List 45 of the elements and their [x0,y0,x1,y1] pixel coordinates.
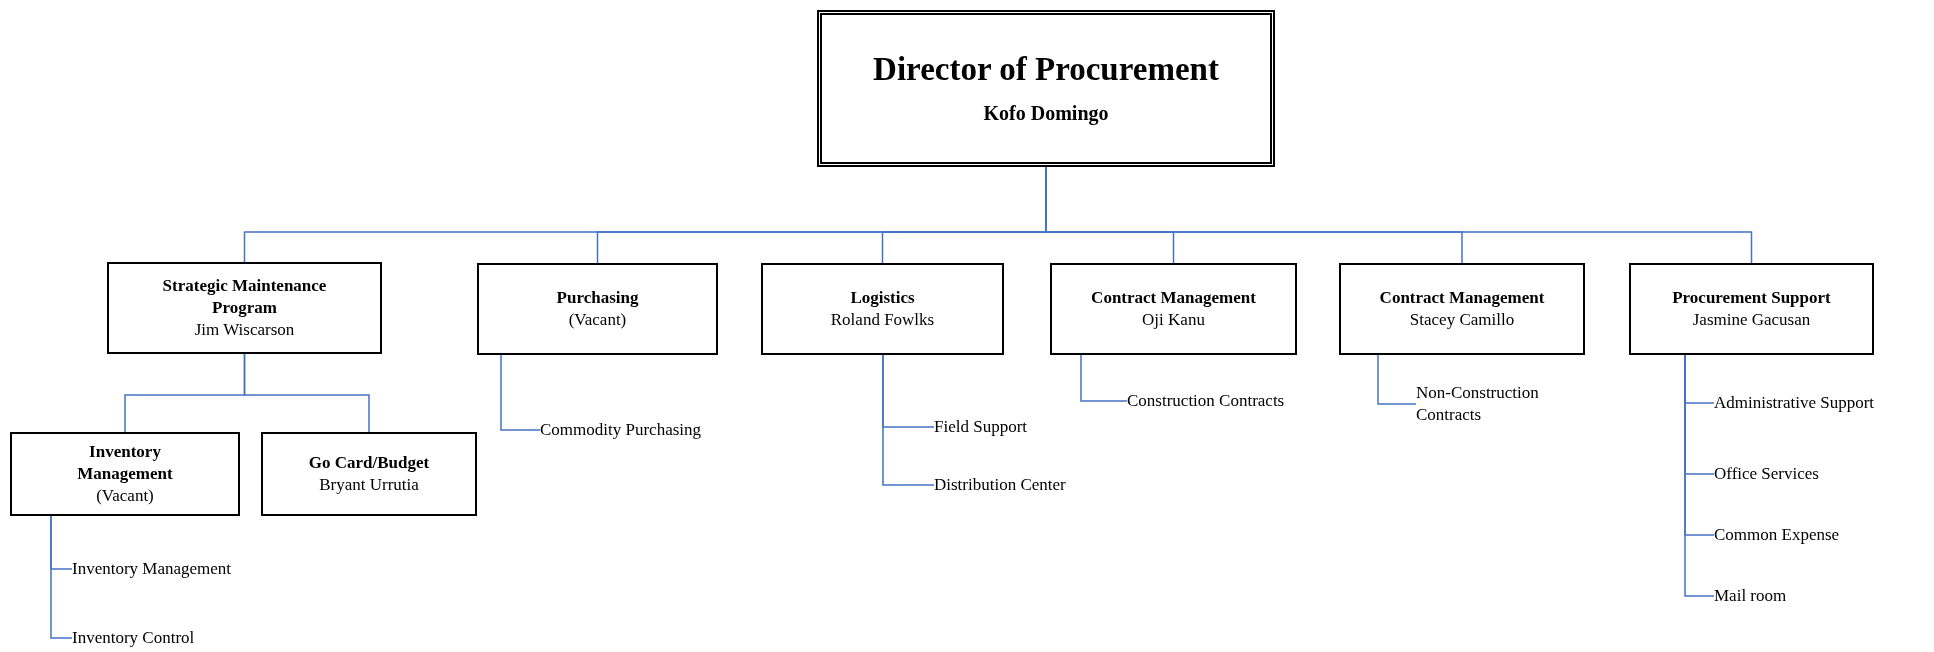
unit-title: Logistics [850,287,915,309]
person-name: Jasmine Gacusan [1692,309,1811,331]
person-name: Bryant Urrutia [319,474,419,496]
person-name: Stacey Camillo [1409,309,1515,331]
unit-box [761,263,1004,355]
person-name: Roland Fowlks [830,309,935,331]
unit-box [477,263,718,355]
unit-label: Common Expense [1714,524,1840,546]
director-box [817,10,1275,167]
unit-box [261,432,477,516]
unit-title: Strategic Maintenance Program [161,275,328,319]
unit-title: Go Card/Budget [308,452,430,474]
connector-line [882,354,935,486]
unit-label: Inventory Management [72,558,232,580]
unit-title: Inventory Management [76,441,174,485]
unit-label: Administrative Support [1714,392,1875,414]
unit-title: Purchasing [556,287,639,309]
unit-box [107,262,382,354]
unit-label: Construction Contracts [1127,390,1285,412]
position-title: Director of Procurement [873,49,1219,89]
unit-label: Commodity Purchasing [540,419,702,441]
person-name: Kofo Domingo [983,101,1109,127]
unit-title: Contract Management [1091,287,1256,309]
connector-line [50,515,73,639]
unit-label: Distribution Center [934,474,1066,496]
person-name: Oji Kanu [1142,309,1205,331]
connector-line [1377,354,1417,405]
unit-box [1629,263,1874,355]
person-name: Jim Wiscarson [194,319,295,341]
unit-label: Office Services [1714,463,1819,485]
unit-box [1050,263,1297,355]
unit-box [10,432,240,516]
unit-box [1339,263,1585,355]
unit-label: Inventory Control [72,627,195,649]
person-name: (Vacant) [96,485,154,507]
connector-line [1080,354,1128,402]
connector-line [243,353,370,433]
connector-line [1684,354,1715,597]
connector-line [500,354,541,431]
unit-label: Mail room [1714,585,1787,607]
person-name: (Vacant) [568,309,627,331]
unit-label: Field Support [934,416,1028,438]
unit-title: Contract Management [1379,287,1545,309]
unit-title: Procurement Support [1672,287,1831,309]
unit-label: Non-Construction Contracts [1416,382,1566,426]
